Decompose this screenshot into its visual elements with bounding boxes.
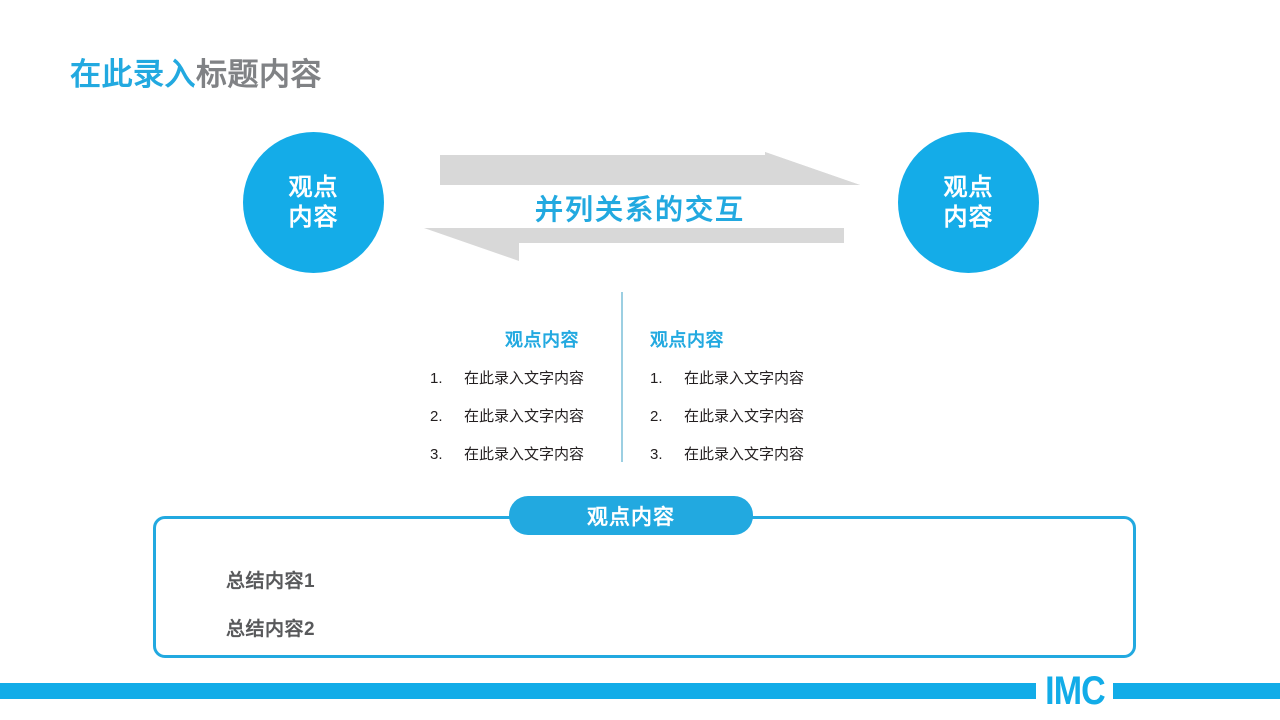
list-item-text: 在此录入文字内容 [464,446,585,463]
summary-line: 总结内容1 [226,571,316,592]
list-item-number: 3. [650,446,663,463]
summary-lines: 总结内容1 总结内容2 [226,566,826,662]
arrow-left-icon [424,228,844,264]
list-item-number: 1. [430,370,443,387]
list-item[interactable]: 3. 在此录入文字内容 [430,443,620,464]
list-item[interactable]: 2. 在此录入文字内容 [650,405,810,426]
list-column-left-items: 1. 在此录入文字内容 2. 在此录入文字内容 3. 在此录入文字内容 [430,367,620,464]
page-title-accent: 在此录入 [70,57,196,92]
list-item[interactable]: 1. 在此录入文字内容 [430,367,620,388]
column-divider [621,292,623,462]
right-concept-circle[interactable]: 观点 内容 [898,132,1039,273]
list-item-text: 在此录入文字内容 [684,370,805,387]
list-item-number: 2. [430,408,443,425]
list-column-right-header: 观点内容 [650,330,724,350]
list-item[interactable]: 3. 在此录入文字内容 [650,443,810,464]
list-column-left: 观点内容 1. 在此录入文字内容 2. 在此录入文字内容 3. 在此录入文字内容 [430,326,620,481]
list-column-left-header: 观点内容 [505,330,579,350]
list-item-text: 在此录入文字内容 [464,408,585,425]
left-circle-line1: 观点 [288,173,339,201]
summary-line: 总结内容2 [226,619,316,640]
diagram-caption: 并列关系的交互 [534,194,745,225]
list-item[interactable]: 1. 在此录入文字内容 [650,367,810,388]
arrow-right-icon [440,152,860,188]
list-item-number: 1. [650,370,663,387]
list-item[interactable]: 2. 在此录入文字内容 [430,405,620,426]
list-item-number: 2. [650,408,663,425]
list-column-right-items: 1. 在此录入文字内容 2. 在此录入文字内容 3. 在此录入文字内容 [650,367,810,464]
two-column-lists: 观点内容 1. 在此录入文字内容 2. 在此录入文字内容 3. 在此录入文字内容… [430,326,900,481]
right-circle-line1: 观点 [943,173,994,201]
list-item-number: 3. [430,446,443,463]
footer-bar-left [0,683,1036,699]
list-item-text: 在此录入文字内容 [684,408,805,425]
summary-badge[interactable]: 观点内容 [509,496,753,535]
page-title-plain: 标题内容 [196,57,322,92]
list-item-text: 在此录入文字内容 [464,370,585,387]
left-circle-line2: 内容 [288,203,339,231]
footer-bar-right [1113,683,1280,699]
page-title: 在此录入标题内容 [70,49,322,94]
list-column-right: 观点内容 1. 在此录入文字内容 2. 在此录入文字内容 3. 在此录入文字内容 [620,326,810,481]
left-concept-circle[interactable]: 观点 内容 [243,132,384,273]
footer-logo: IMC [1045,668,1106,713]
right-circle-line2: 内容 [943,203,994,231]
list-item-text: 在此录入文字内容 [684,446,805,463]
